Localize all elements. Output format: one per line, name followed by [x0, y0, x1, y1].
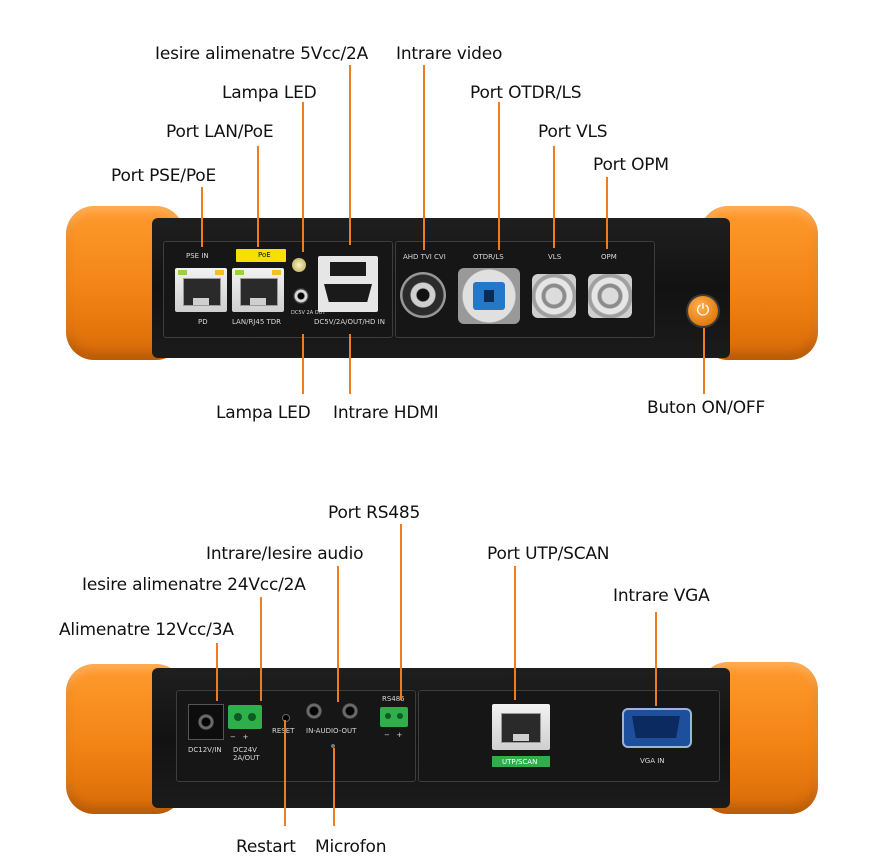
- dc-out-label: DC5V 2A OUT: [291, 310, 326, 316]
- callout-power-btn: Buton ON/OFF: [647, 398, 766, 418]
- power-icon: ⏻: [696, 302, 710, 319]
- dc12-line: [216, 643, 218, 701]
- audio-line: [337, 566, 339, 702]
- usb-hdmi-block: [318, 256, 378, 312]
- callout-reset: Restart: [236, 837, 296, 857]
- dc12-label: DC12V/IN: [188, 746, 222, 754]
- callout-vga: Intrare VGA: [613, 586, 710, 606]
- video-in-line: [423, 65, 425, 250]
- dc24-terminal[interactable]: [228, 705, 262, 729]
- mic-line: [333, 748, 335, 826]
- rs485-label: RS485: [382, 695, 405, 703]
- callout-led-bottom: Lampa LED: [216, 403, 311, 423]
- otdr-label: OTDR/LS: [473, 253, 504, 261]
- vls-label: VLS: [548, 253, 562, 261]
- reset-hole[interactable]: [282, 714, 290, 722]
- otdr-line: [498, 102, 500, 250]
- vls-port[interactable]: [532, 274, 576, 318]
- opm-label: OPM: [601, 253, 617, 261]
- dc-out-jack[interactable]: [293, 288, 309, 304]
- callout-video-in: Intrare video: [396, 44, 503, 64]
- opm-port[interactable]: [588, 274, 632, 318]
- rs485-pol: − +: [384, 731, 403, 739]
- callout-dc12: Alimenatre 12Vcc/3A: [59, 620, 234, 640]
- lan-poe-line: [257, 146, 259, 247]
- led-top-line: [302, 102, 304, 252]
- callout-rs485: Port RS485: [328, 503, 421, 523]
- usb-out-line: [349, 65, 351, 245]
- vga-label: VGA IN: [640, 757, 665, 765]
- pse-in-label: PSE IN: [186, 252, 209, 260]
- rs485-line: [400, 524, 402, 700]
- power-button[interactable]: ⏻: [688, 296, 718, 326]
- callout-utp: Port UTP/SCAN: [487, 544, 610, 564]
- hdmi-line: [349, 334, 351, 394]
- callout-usb-out: Iesire alimenatre 5Vcc/2A: [155, 44, 369, 64]
- out24-line: [260, 597, 262, 701]
- video-bnc-port[interactable]: [400, 272, 446, 318]
- callout-mic: Microfon: [315, 837, 387, 857]
- video-label: AHD TVI CVI: [403, 253, 446, 261]
- usb-port[interactable]: [330, 262, 366, 276]
- audio-label: IN-AUDIO-OUT: [306, 727, 357, 735]
- lan-port[interactable]: [232, 268, 284, 312]
- utp-port[interactable]: [492, 704, 550, 750]
- callout-hdmi: Intrare HDMI: [333, 403, 439, 423]
- utp-badge: UTP/SCAN: [492, 756, 550, 767]
- callout-pse-poe: Port PSE/PoE: [111, 166, 217, 186]
- utp-line: [514, 566, 516, 700]
- callout-opm: Port OPM: [593, 155, 669, 175]
- reset-line: [284, 720, 286, 826]
- dc24-label: DC24V 2A/OUT: [233, 746, 260, 762]
- audio-out-jack[interactable]: [342, 703, 358, 719]
- dc12-jack[interactable]: [188, 704, 224, 740]
- poe-badge: PoE: [236, 249, 286, 262]
- hdmi-area-label: DC5V/2A/OUT/HD IN: [314, 318, 385, 326]
- callout-led-top: Lampa LED: [222, 83, 317, 103]
- led-bottom-line: [302, 334, 304, 394]
- reset-label: RESET: [272, 727, 294, 735]
- vga-port[interactable]: [622, 708, 692, 748]
- callout-audio: Intrare/Iesire audio: [206, 544, 364, 564]
- callout-otdr: Port OTDR/LS: [470, 83, 582, 103]
- dc24-pol: − +: [230, 733, 249, 741]
- audio-in-jack[interactable]: [306, 703, 322, 719]
- microphone-hole: [331, 744, 335, 748]
- power-btn-line: [703, 328, 705, 394]
- lan-label: LAN/RJ45 TDR: [232, 318, 282, 326]
- pd-label: PD: [198, 318, 208, 326]
- pse-poe-line: [201, 187, 203, 247]
- callout-lan-poe: Port LAN/PoE: [166, 122, 274, 142]
- opm-line: [606, 177, 608, 249]
- rs485-terminal[interactable]: [380, 707, 408, 727]
- callout-out24: Iesire alimenatre 24Vcc/2A: [82, 575, 306, 595]
- otdr-port[interactable]: [458, 268, 520, 324]
- hdmi-port[interactable]: [324, 284, 372, 302]
- vga-line: [655, 612, 657, 706]
- pd-port[interactable]: [175, 268, 227, 312]
- led-lamp: [292, 258, 306, 272]
- vls-line: [553, 146, 555, 248]
- callout-vls: Port VLS: [538, 122, 608, 142]
